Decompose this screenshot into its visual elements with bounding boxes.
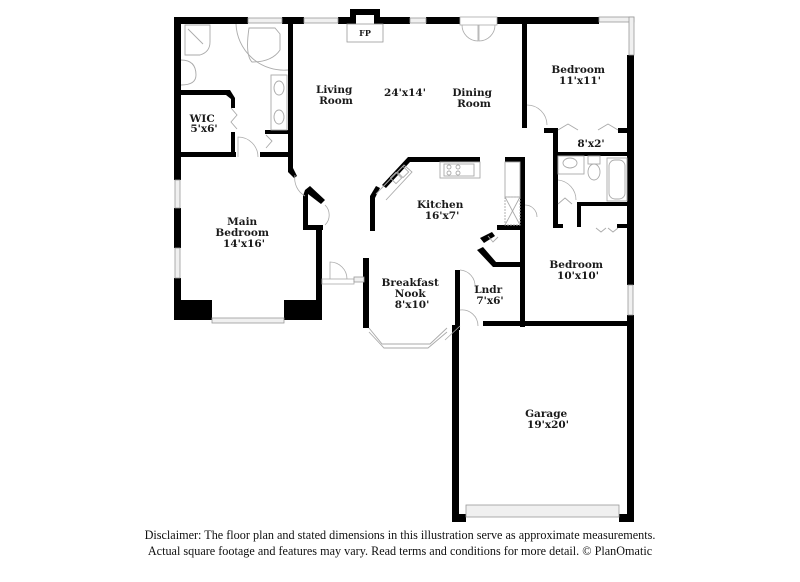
kitchen-label: Kitchen 16'x7' [417, 199, 467, 222]
laundry-label: Lndr 7'x6' [474, 284, 506, 307]
bedroom-2-label: Bedroom 11'x11' [551, 64, 608, 87]
disclaimer: Disclaimer: The floor plan and stated di… [0, 527, 800, 559]
disclaimer-line-2: Actual square footage and features may v… [147, 544, 653, 558]
living-dining-dims: 24'x14' [384, 87, 426, 99]
main-bedroom-label: Main Bedroom 14'x16' [215, 216, 272, 250]
exterior-walls [174, 9, 634, 522]
living-room-label: Living Room [316, 84, 356, 107]
windows [174, 16, 635, 518]
interior-walls [174, 20, 630, 327]
dining-room-label: Dining Room [452, 87, 495, 110]
garage-label: Garage 19'x20' [525, 408, 571, 431]
disclaimer-line-1: Disclaimer: The floor plan and stated di… [144, 528, 656, 542]
doors-fixtures: FP [180, 16, 628, 341]
fireplace-label: FP [359, 28, 371, 38]
room-labels: Living Room 24'x14' Dining Room Bedroom … [189, 64, 608, 431]
wic-label: WIC 5'x6' [189, 113, 219, 135]
breakfast-nook-label: Breakfast Nook 8'x10' [382, 277, 443, 311]
bedroom-3-label: Bedroom 10'x10' [549, 259, 606, 282]
closet-dims: 8'x2' [577, 138, 604, 150]
